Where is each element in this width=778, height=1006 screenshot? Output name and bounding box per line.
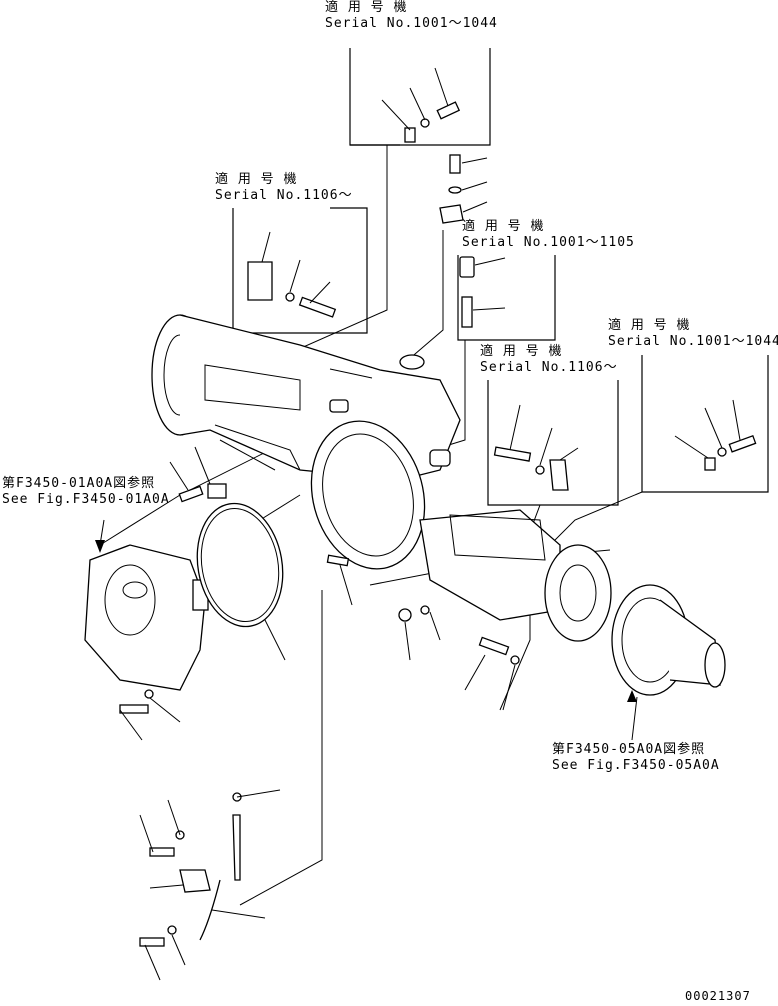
- part-leaders: [99, 67, 741, 981]
- axle-shaft: [611, 584, 726, 696]
- callout-box-c2: [232, 207, 368, 334]
- callout-box-c1: [349, 48, 491, 146]
- callout-box-c3: [457, 255, 556, 341]
- drawing-number: 00021307: [685, 989, 751, 1003]
- callout-box-c4: [641, 355, 769, 493]
- hardware-parts: [119, 101, 757, 947]
- arrow-right-reference: [627, 690, 637, 702]
- callout-box-c5: [487, 380, 619, 506]
- axle-housing: [151, 314, 612, 642]
- arrow-left-reference: [95, 540, 105, 553]
- gasket: [196, 502, 284, 628]
- differential-carrier: [84, 544, 209, 691]
